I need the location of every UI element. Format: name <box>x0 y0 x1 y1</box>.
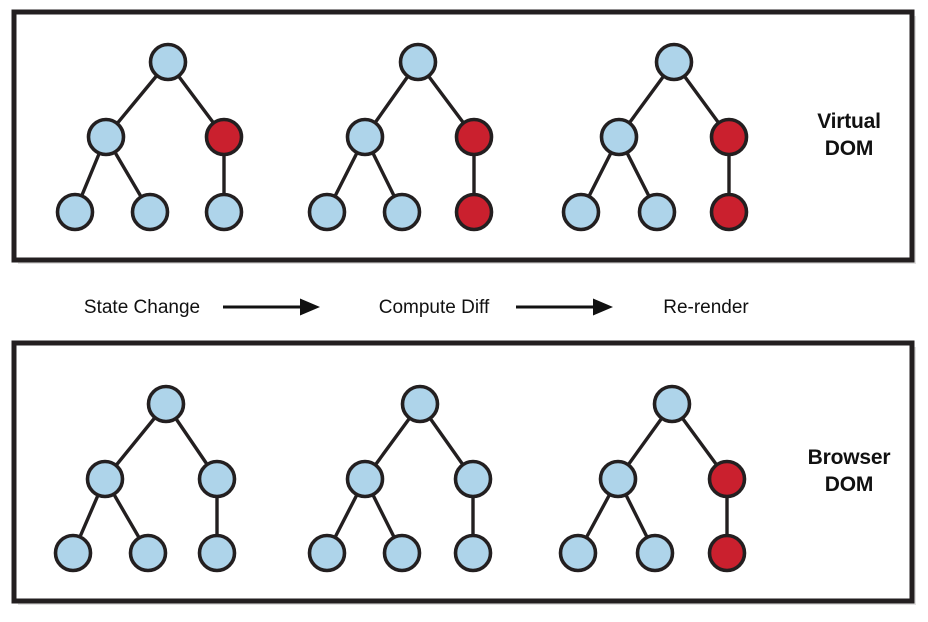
virtual-dom-panel-label-line: DOM <box>825 137 873 160</box>
flow-step-label-1: Compute Diff <box>379 297 490 318</box>
browser-dom-panel-label-line: Browser <box>808 446 891 469</box>
tree-node-blue <box>654 42 694 82</box>
tree-node-blue <box>599 117 639 157</box>
tree-node-blue <box>148 42 188 82</box>
arrow-head-icon <box>593 298 613 316</box>
flow-step-label-0: State Change <box>84 297 200 318</box>
tree-node-red <box>707 533 747 573</box>
tree-node-blue <box>382 533 422 573</box>
flow-arrow-1 <box>516 298 613 316</box>
flow-step-label-2: Re-render <box>663 297 749 318</box>
tree-node-blue <box>382 192 422 232</box>
tree-node-blue <box>197 533 237 573</box>
tree-node-blue <box>453 533 493 573</box>
tree-node-blue <box>400 384 440 424</box>
tree-node-red <box>707 459 747 499</box>
browser-tree-2 <box>307 384 493 573</box>
tree-node-red <box>204 117 244 157</box>
tree-node-blue <box>345 459 385 499</box>
tree-node-blue <box>128 533 168 573</box>
virtual-dom-panel-label-line: Virtual <box>817 110 881 133</box>
browser-tree-3 <box>558 384 747 573</box>
tree-node-red <box>454 192 494 232</box>
tree-node-blue <box>55 192 95 232</box>
tree-node-blue <box>130 192 170 232</box>
virtual-tree-2 <box>307 42 494 232</box>
flow-arrow-0 <box>223 298 320 316</box>
tree-node-red <box>709 192 749 232</box>
flow-layer: State Change Compute Diff Re-render <box>84 297 750 318</box>
tree-node-blue <box>652 384 692 424</box>
browser-dom-panel-label-line: DOM <box>825 473 873 496</box>
tree-node-red <box>454 117 494 157</box>
tree-node-red <box>709 117 749 157</box>
tree-node-blue <box>637 192 677 232</box>
virtual-tree-1 <box>55 42 244 232</box>
virtual-tree-3 <box>561 42 749 232</box>
arrow-head-icon <box>300 298 320 316</box>
tree-node-blue <box>307 533 347 573</box>
tree-node-blue <box>635 533 675 573</box>
tree-node-blue <box>86 117 126 157</box>
trees-layer <box>53 42 749 573</box>
tree-node-blue <box>197 459 237 499</box>
tree-node-blue <box>598 459 638 499</box>
tree-node-blue <box>146 384 186 424</box>
browser-tree-1 <box>53 384 237 573</box>
tree-node-blue <box>53 533 93 573</box>
tree-node-blue <box>398 42 438 82</box>
tree-node-blue <box>453 459 493 499</box>
tree-node-blue <box>307 192 347 232</box>
tree-node-blue <box>204 192 244 232</box>
tree-node-blue <box>561 192 601 232</box>
tree-node-blue <box>345 117 385 157</box>
tree-node-blue <box>558 533 598 573</box>
tree-node-blue <box>85 459 125 499</box>
